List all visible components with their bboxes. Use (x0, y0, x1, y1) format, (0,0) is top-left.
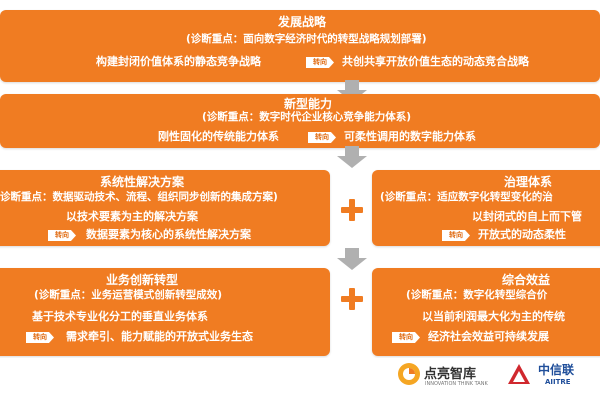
box-to-text: 开放式的动态柔性 (478, 228, 566, 241)
logo-name: 点亮智库 (424, 367, 477, 382)
box-from-text: 刚性固化的传统能力体系 (158, 130, 279, 143)
box-focus: 诊断重点：数据驱动技术、流程、组织同步创新的集成方案) (0, 191, 278, 203)
box-focus: (诊断重点：业务运营模式创新转型成效) (34, 289, 223, 301)
logo-name: 中信联 (538, 363, 575, 377)
box-title: 发展战略 (278, 15, 327, 29)
box-title: 治理体系 (504, 175, 553, 189)
plus-icon (341, 288, 363, 310)
business-box: 业务创新转型 (诊断重点：业务运营模式创新转型成效) 基于技术专业化分工的垂直业… (0, 268, 330, 356)
logo-subtitle: AIITRE (545, 378, 571, 386)
aiitre-logo-icon (508, 364, 530, 384)
logo-subtitle: INNOVATION THINK TANK (425, 381, 488, 387)
box-to-text: 需求牵引、能力赋能的开放式业务生态 (66, 330, 253, 343)
box-title: 新型能力 (284, 97, 333, 111)
footer-logos: 点亮智库 INNOVATION THINK TANK 中信联 AIITRE (0, 358, 600, 400)
plus-icon (341, 199, 363, 221)
down-arrow-icon (337, 80, 367, 102)
down-arrow-icon (337, 146, 367, 168)
benefit-box: 综合效益 (诊断重点：数字化转型综合价 以当前利润最大化为主的传统 转向 经济社… (372, 268, 600, 356)
strategy-box: 发展战略 (诊断重点：面向数字经济时代的转型战略规划部署) 构建封闭价值体系的静… (0, 10, 600, 82)
turn-arrow-tag: 转向 (26, 332, 54, 343)
box-to-text: 共创共享开放价值生态的动态竞合战略 (342, 55, 529, 68)
capability-box: 新型能力 (诊断重点：数字时代企业核心竞争能力体系) 刚性固化的传统能力体系 转… (0, 94, 600, 148)
turn-arrow-tag: 转向 (48, 230, 76, 241)
box-title: 业务创新转型 (106, 273, 179, 287)
box-from-text: 基于技术专业化分工的垂直业务体系 (32, 310, 208, 323)
box-title: 综合效益 (502, 273, 551, 287)
box-focus: (诊断重点：面向数字经济时代的转型战略规划部署) (186, 33, 427, 45)
box-from-text: 以技术要素为主的解决方案 (66, 210, 198, 223)
turn-arrow-tag: 转向 (308, 132, 336, 143)
box-to-text: 经济社会效益可持续发展 (428, 330, 549, 343)
turn-arrow-tag: 转向 (442, 230, 470, 241)
box-from-text: 构建封闭价值体系的静态竞争战略 (96, 55, 261, 68)
box-from-text: 以封闭式的自上而下管 (472, 210, 582, 223)
governance-box: 治理体系 (诊断重点：适应数字化转型变化的治 以封闭式的自上而下管 转向 开放式… (372, 170, 600, 246)
turn-arrow-tag: 转向 (306, 57, 334, 68)
solution-box: 系统性解决方案 诊断重点：数据驱动技术、流程、组织同步创新的集成方案) 以技术要… (0, 170, 330, 246)
box-focus: (诊断重点：适应数字化转型变化的治 (380, 191, 553, 203)
box-title: 系统性解决方案 (100, 175, 185, 189)
down-arrow-icon (337, 248, 367, 270)
turn-arrow-tag: 转向 (392, 332, 420, 343)
box-to-text: 数据要素为核心的系统性解决方案 (86, 228, 251, 241)
innovation-logo-icon (398, 363, 420, 385)
box-to-text: 可柔性调用的数字能力体系 (344, 130, 476, 143)
box-focus: (诊断重点：数字时代企业核心竞争能力体系) (202, 111, 412, 123)
box-from-text: 以当前利润最大化为主的传统 (422, 310, 565, 323)
box-focus: (诊断重点：数字化转型综合价 (406, 289, 548, 301)
